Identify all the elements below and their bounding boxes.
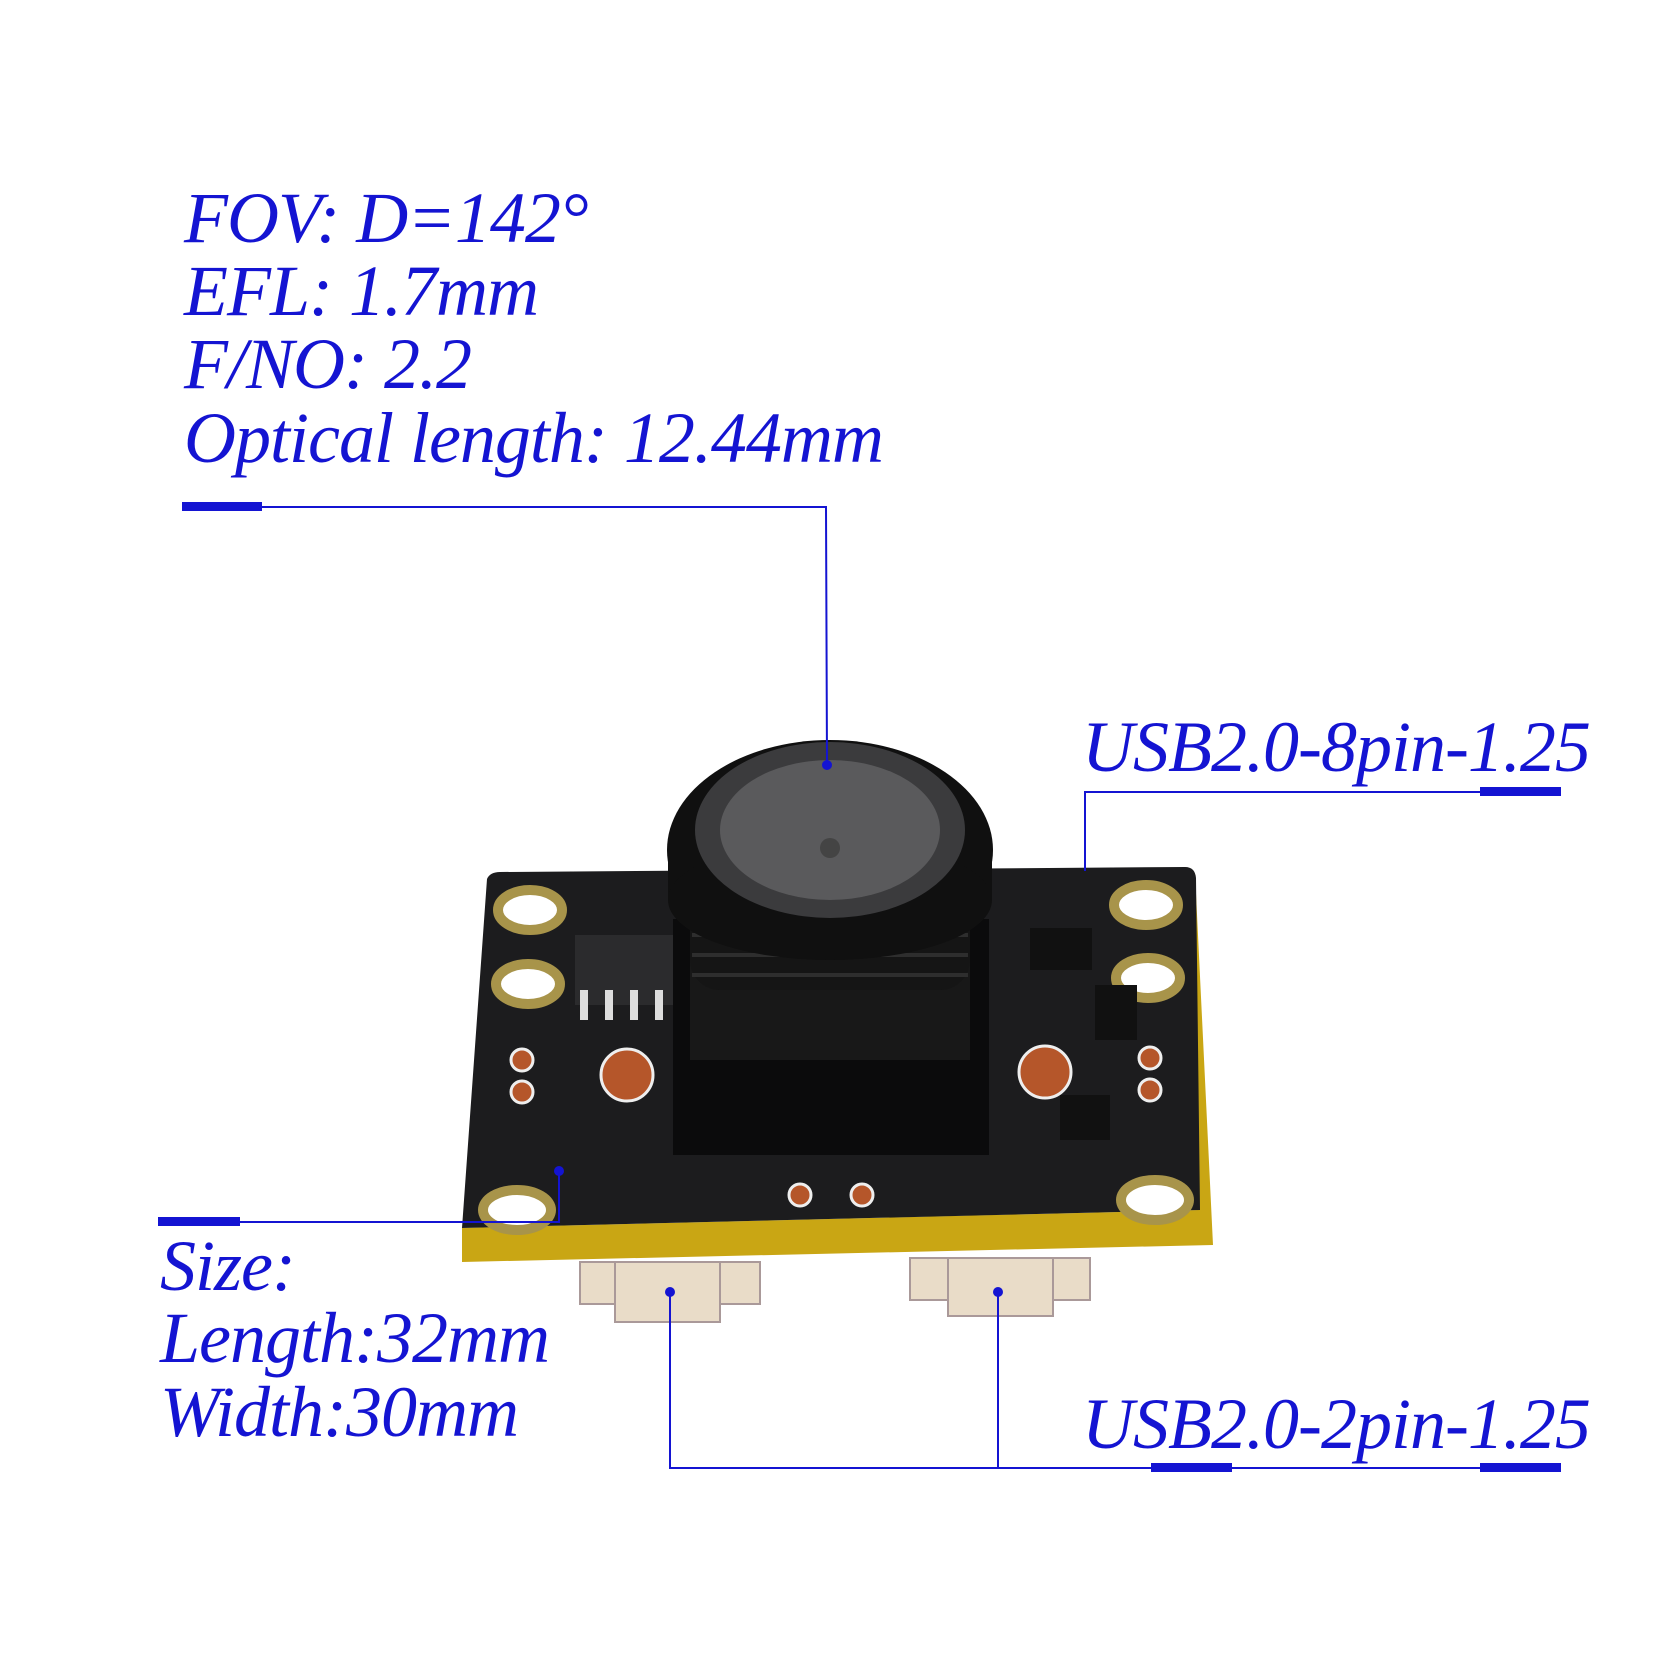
pcb-gold-edge [462, 873, 1213, 1262]
size-width: Width:30mm [160, 1372, 519, 1452]
size-length: Length:32mm [160, 1298, 550, 1378]
annotation-markers [158, 502, 1561, 1472]
size-title: Size: [160, 1226, 296, 1306]
annotation-lines [158, 506, 1561, 1469]
connector-right [909, 1257, 1091, 1317]
usb-2pin-label: USB2.0-2pin-1.25 [1082, 1384, 1591, 1464]
mounting-holes [478, 880, 1194, 1235]
copper-pads [509, 1044, 1163, 1208]
optical-length-label: Optical length: 12.44mm [184, 398, 884, 478]
fno-label: F/NO: 2.2 [184, 324, 472, 404]
usb-8pin-label: USB2.0-8pin-1.25 [1082, 707, 1591, 787]
efl-label: EFL: 1.7mm [184, 251, 539, 331]
fov-label: FOV: D=142° [184, 178, 589, 258]
